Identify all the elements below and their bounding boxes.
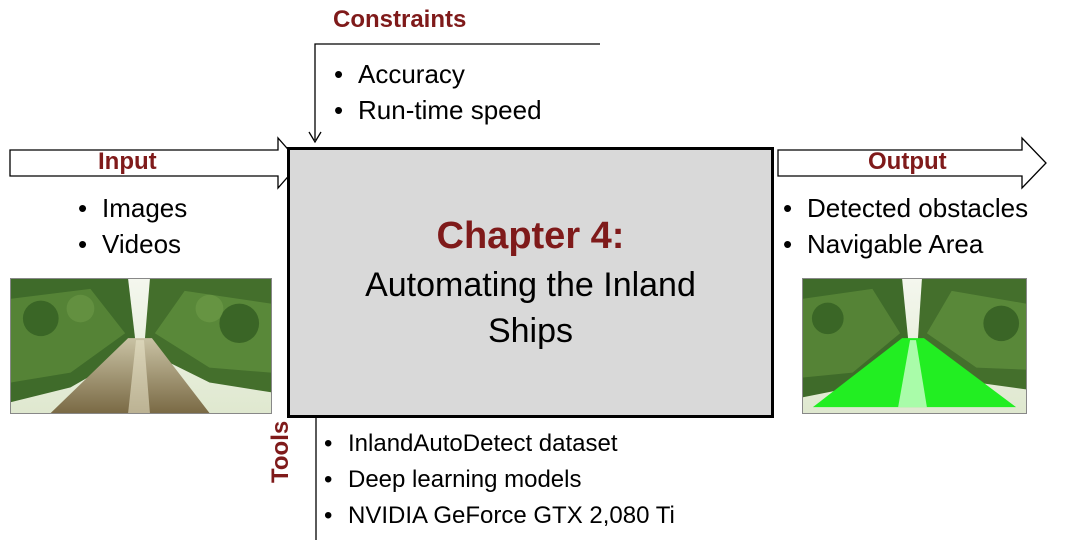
output-segmented-photo: [802, 278, 1027, 414]
constraints-connector: [314, 43, 600, 140]
chapter-box: Chapter 4: Automating the Inland Ships: [287, 147, 774, 418]
input-title: Input: [98, 148, 157, 175]
output-title: Output: [868, 148, 947, 175]
constraint-item: Accuracy: [330, 56, 542, 92]
chapter-subtitle: Automating the Inland Ships: [365, 265, 696, 350]
constraints-list: Accuracy Run-time speed: [330, 56, 542, 128]
output-item: Detected obstacles: [779, 190, 1028, 226]
tool-item: InlandAutoDetect dataset: [320, 426, 675, 462]
output-item: Navigable Area: [779, 226, 1028, 262]
output-list: Detected obstacles Navigable Area: [779, 190, 1028, 262]
constraint-item: Run-time speed: [330, 92, 542, 128]
input-river-photo: [10, 278, 272, 414]
output-arrow: [777, 136, 1047, 190]
input-item: Videos: [74, 226, 187, 262]
constraints-title: Constraints: [333, 6, 467, 33]
input-item: Images: [74, 190, 187, 226]
tool-item: Deep learning models: [320, 462, 675, 498]
constraints-arrowhead: [308, 131, 322, 144]
tools-title: Tools: [267, 420, 294, 483]
input-list: Images Videos: [74, 190, 187, 262]
tool-item: NVIDIA GeForce GTX 2,080 Ti: [320, 498, 675, 534]
tools-list: InlandAutoDetect dataset Deep learning m…: [320, 426, 675, 534]
chapter-title: Chapter 4:: [436, 214, 625, 257]
